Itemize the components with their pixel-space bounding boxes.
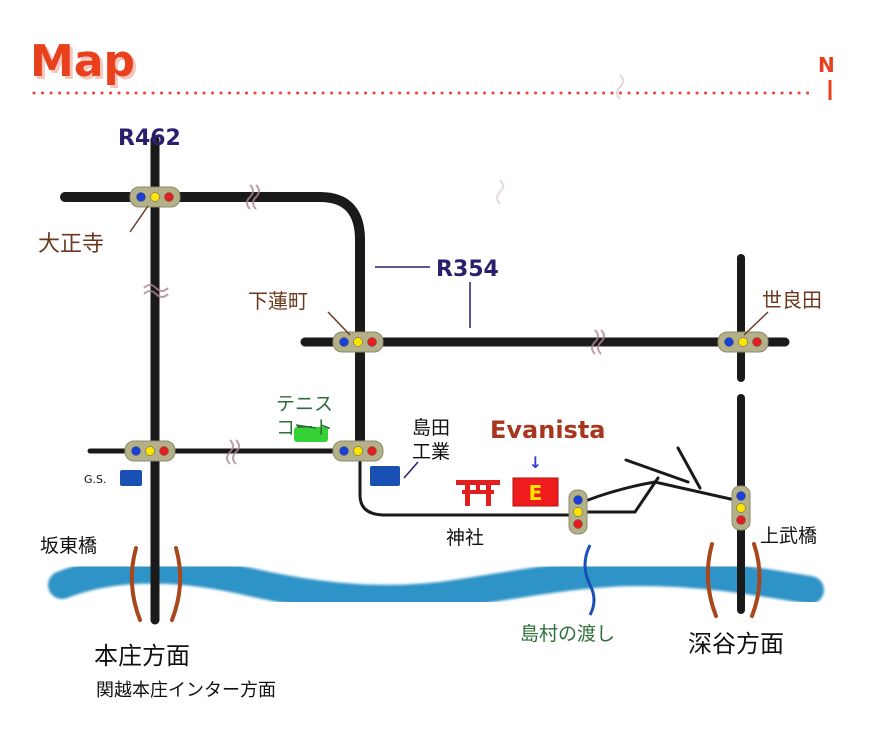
road-label-r354: R354 xyxy=(436,257,499,282)
shop-letter: E xyxy=(529,481,543,505)
signal-lamp-blue xyxy=(724,337,734,347)
tennis-court-icon xyxy=(294,427,328,442)
shop-box xyxy=(512,477,559,507)
place-label-tennis-1: テニス xyxy=(276,393,333,415)
road-break-marks xyxy=(143,74,624,465)
shop-name: Evanista xyxy=(490,416,606,444)
place-label-shimada-2: 工業 xyxy=(412,441,450,463)
traffic-signals xyxy=(124,186,769,535)
signal-west-middle-icon xyxy=(124,440,176,462)
signal-lamp-yellow xyxy=(353,446,363,456)
compass-north-label: N xyxy=(818,53,835,77)
signal-lamp-yellow xyxy=(145,446,155,456)
place-label-tennis-2: コート xyxy=(276,417,333,439)
signal-lamp-red xyxy=(164,192,174,202)
signal-lamp-blue xyxy=(131,446,141,456)
signal-shop-junction-icon xyxy=(568,489,588,535)
signal-lamp-red xyxy=(573,519,583,529)
signal-lamp-blue xyxy=(339,337,349,347)
place-label-shimohasu: 下蓮町 xyxy=(248,289,308,313)
signal-kamitake-icon xyxy=(731,485,751,531)
direction-label-kanetsu: 関越本庄インター方面 xyxy=(96,680,276,701)
signal-lamp-red xyxy=(752,337,762,347)
signal-lamp-red xyxy=(736,515,746,525)
road-branch-north xyxy=(624,458,690,484)
signal-lamp-red xyxy=(159,446,169,456)
direction-label-fukaya: 深谷方面 xyxy=(688,630,784,658)
place-label-serada: 世良田 xyxy=(762,288,822,312)
signal-lamp-blue xyxy=(736,491,746,501)
signal-lamp-red xyxy=(367,446,377,456)
place-label-kamitake: 上武橋 xyxy=(760,525,817,547)
signal-lamp-yellow xyxy=(738,337,748,347)
signal-lamp-blue xyxy=(339,446,349,456)
signal-lamp-yellow xyxy=(573,507,583,517)
signal-taishoji-icon xyxy=(129,186,181,208)
place-label-shimada-1: 島田 xyxy=(412,417,450,439)
kamitake-bridge xyxy=(705,542,762,618)
bando-bridge xyxy=(129,546,183,622)
gas-station-icon xyxy=(120,470,142,486)
place-label-gs: G.S. xyxy=(84,473,107,486)
signal-lamp-blue xyxy=(136,192,146,202)
signal-lamp-yellow xyxy=(353,337,363,347)
signal-lamp-blue xyxy=(573,495,583,505)
river xyxy=(48,555,824,613)
road-to-kamitake xyxy=(586,480,737,502)
place-label-shrine: 神社 xyxy=(446,527,484,549)
road-branch xyxy=(586,476,660,514)
torii-icon xyxy=(456,480,500,506)
signal-lamp-yellow xyxy=(736,503,746,513)
map-title: Map xyxy=(30,36,135,87)
signal-lamp-red xyxy=(367,337,377,347)
place-label-bando: 坂東橋 xyxy=(40,535,97,557)
place-label-ferry: 島村の渡し xyxy=(520,623,615,645)
evanista-shop-marker[interactable]: E xyxy=(512,477,559,507)
road-label-r462: R462 xyxy=(118,126,181,151)
north-compass: N xyxy=(818,53,835,100)
shop-arrow-icon: ↓ xyxy=(529,453,542,472)
place-label-taishoji: 大正寺 xyxy=(38,232,104,257)
leader-lines xyxy=(129,205,769,479)
signal-lamp-yellow xyxy=(150,192,160,202)
road-network xyxy=(60,135,790,625)
shimada-factory-icon xyxy=(370,466,400,486)
direction-label-honjo: 本庄方面 xyxy=(94,642,190,670)
signal-shimada-icon xyxy=(332,440,384,462)
signal-serada-icon xyxy=(717,331,769,353)
road-r462-north xyxy=(60,192,365,460)
road-shrine xyxy=(358,453,580,517)
signal-shimohasu-icon xyxy=(332,331,384,353)
shimamura-ferry-route xyxy=(583,544,596,616)
road-branch-curve xyxy=(676,446,702,490)
map-title-shadow: Map xyxy=(33,39,138,90)
